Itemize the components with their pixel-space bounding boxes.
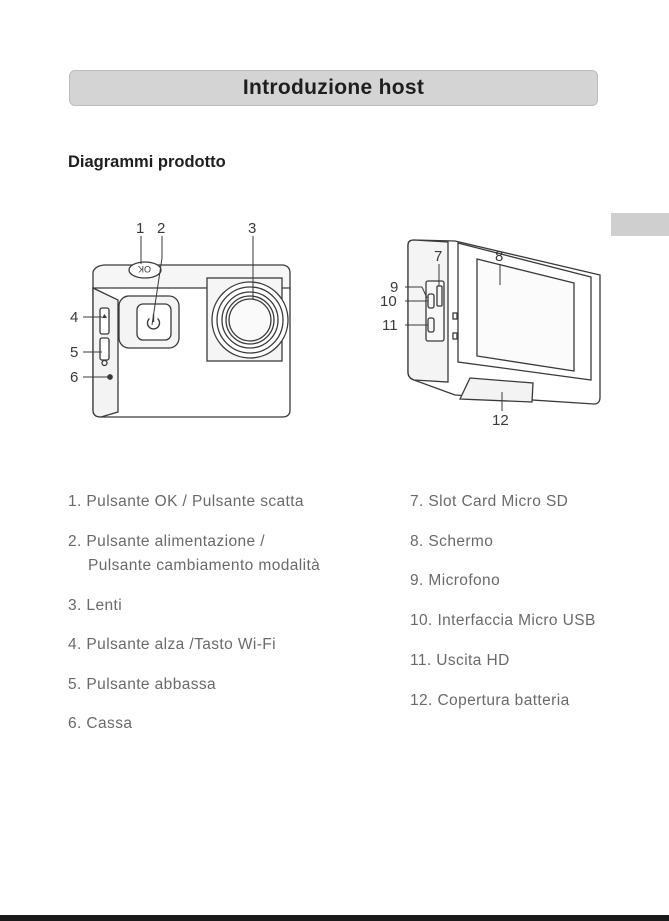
- callout-8: 8: [495, 248, 503, 265]
- legend-item-4: 4. Pulsante alza /Tasto Wi-Fi: [68, 636, 277, 653]
- callout-4: 4: [70, 309, 78, 326]
- callout-2: 2: [157, 220, 165, 237]
- speaker-hole: [107, 374, 113, 380]
- callout-12: 12: [492, 412, 509, 429]
- legend-item-12: 12. Copertura batteria: [410, 692, 570, 709]
- legend-item-5: 5. Pulsante abbassa: [68, 676, 217, 693]
- legend-item-2-line2: Pulsante cambiamento modalità: [88, 557, 321, 574]
- title-bar: Introduzione host: [69, 70, 598, 106]
- arrow-up-icon: [102, 314, 107, 318]
- legend-item-8: 8. Schermo: [410, 533, 494, 550]
- legend-item-10: 10. Interfaccia Micro USB: [410, 612, 596, 629]
- down-button: [99, 337, 110, 361]
- side-hole-top: [452, 312, 458, 320]
- ok-button-label: OK: [138, 264, 151, 274]
- callout-10: 10: [380, 293, 397, 310]
- callout-9: 9: [390, 279, 398, 296]
- callout-1: 1: [136, 220, 144, 237]
- callout-6: 6: [70, 369, 78, 386]
- legend-item-11: 11. Uscita HD: [410, 652, 510, 669]
- front-camera-diagram: OK: [83, 236, 291, 418]
- lens: [211, 281, 289, 359]
- callout-7: 7: [434, 248, 442, 265]
- battery-cover: [458, 377, 534, 403]
- callout-11: 11: [382, 317, 398, 334]
- side-tab: [611, 213, 669, 236]
- side-hole-bottom: [452, 332, 458, 340]
- legend-item-3: 3. Lenti: [68, 597, 123, 614]
- page-title: Introduzione host: [242, 76, 425, 99]
- back-leader-lines: [405, 264, 503, 411]
- legend-item-1: 1. Pulsante OK / Pulsante scatta: [68, 493, 304, 510]
- port-panel: [425, 280, 445, 342]
- callout-3: 3: [248, 220, 256, 237]
- callout-5: 5: [70, 344, 78, 361]
- bottom-rule: [0, 915, 669, 921]
- legend-item-9: 9. Microfono: [410, 572, 501, 589]
- front-leader-lines: [83, 236, 254, 378]
- up-wifi-button: [99, 307, 110, 335]
- ok-button: [128, 261, 162, 279]
- legend-item-2: 2. Pulsante alimentazione /: [68, 533, 265, 550]
- back-camera-diagram: [405, 239, 601, 411]
- screen: [476, 258, 575, 372]
- section-title: Diagrammi prodotto: [68, 153, 226, 171]
- legend-item-6: 6. Cassa: [68, 715, 133, 732]
- legend-item-7: 7. Slot Card Micro SD: [410, 493, 569, 510]
- down-button-dot: [101, 359, 108, 367]
